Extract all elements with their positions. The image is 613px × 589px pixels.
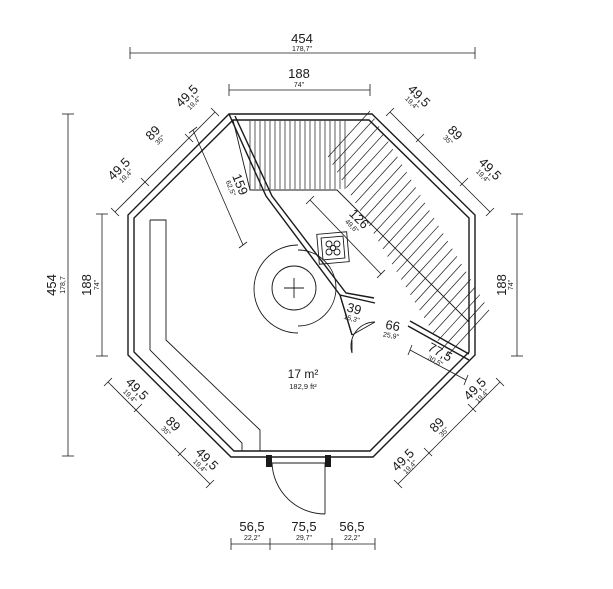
dim-ul-c: 49,5 19,4" [105, 155, 136, 185]
round-table-icon [253, 244, 337, 334]
dim-label: 188 [288, 66, 310, 81]
dim-left-total: 454 178,7 [44, 113, 74, 457]
dim-right-inner: 188 74" [494, 213, 523, 357]
area-m2: 17 m² [288, 367, 319, 381]
dim-bottom-right-sub: 22,2" [344, 535, 361, 542]
outer-wall [127, 113, 476, 458]
bench-slat [414, 256, 458, 303]
inner-door-icon [350, 321, 376, 354]
bench-slat [387, 210, 430, 257]
dim-bottom-mid: 75,5 [291, 519, 316, 534]
dim-left-inner: 188 74" [79, 213, 108, 357]
bench-slat [391, 217, 435, 265]
bench-slat [437, 294, 481, 341]
dim-upper-right-chain [385, 107, 495, 217]
bench-slat [405, 240, 449, 288]
dim-ll-a: 49,5 19,4" [121, 375, 151, 406]
partition-walls [228, 113, 470, 361]
dim-bottom-right: 56,5 [339, 519, 364, 534]
bench-slat [442, 302, 485, 349]
bench-slat [378, 194, 421, 242]
dim-sublabel: 74" [508, 279, 515, 290]
dim-sublabel: 178,7" [292, 46, 313, 53]
dim-ur-c: 49,5 19,4" [474, 155, 504, 186]
dim-label: 188 [494, 274, 509, 296]
dim-label: 66 [384, 317, 401, 334]
dim-lr-b: 89 35" [426, 414, 451, 438]
bench-slat [446, 309, 490, 357]
bench-slat [396, 225, 439, 273]
bench-slat [410, 248, 453, 296]
bench-slat [368, 179, 412, 227]
dim-partition [407, 344, 469, 386]
dim-ul-b: 89 35" [142, 122, 167, 146]
bench-slat [364, 171, 407, 219]
dim-ur-a: 49,5 19,4" [403, 82, 433, 113]
dim-label: 454 [44, 274, 59, 296]
dim-upper-left-chain [110, 107, 220, 217]
dim-sublabel: 74" [294, 82, 305, 89]
bench-slat [336, 126, 380, 173]
dim-lr-c: 49,5 19,4" [389, 446, 420, 476]
dim-label: 39 [345, 300, 363, 318]
dim-sublabel: 178,7 [60, 276, 67, 294]
bench-slat [341, 133, 384, 181]
bench-slat [355, 156, 398, 204]
dim-label: 454 [291, 31, 313, 46]
area-label: 17 m² 182,9 ft² [288, 367, 319, 391]
dim-top-inner: 188 74" [228, 66, 371, 96]
dim-sublabel: 15,3" [343, 314, 361, 325]
dim-sublabel: 74" [94, 279, 101, 290]
dim-partition-text: 77,5 30,5" [425, 339, 454, 368]
dim-ur-b: 89 35" [441, 122, 465, 147]
dim-niche-text: 39 15,3" [343, 300, 363, 325]
bench-slat [327, 110, 371, 158]
bench-slat [419, 263, 462, 311]
bench-slat [423, 271, 467, 318]
lower-left-bench [149, 219, 261, 451]
dim-top-total: 454 178,7" [129, 31, 476, 59]
bench-slat [382, 202, 426, 250]
dim-bottom-chain: 56,5 22,2" 75,5 29,7" 56,5 22,2" [230, 519, 376, 550]
bench-hatching [249, 110, 490, 357]
dim-bench-diag [188, 126, 248, 249]
sauna-stove-icon [316, 231, 350, 265]
bench-slat [373, 187, 417, 234]
dim-ul-a: 49,5 19,4" [173, 82, 204, 112]
bench-slat [350, 149, 394, 196]
dim-ll-c: 49,5 19,4" [191, 445, 221, 476]
upper-bench [232, 110, 490, 357]
area-ft2: 182,9 ft² [289, 382, 317, 391]
dim-stove-diag [305, 195, 386, 279]
dim-bottom-left: 56,5 [239, 519, 264, 534]
bench-slat [428, 279, 471, 326]
dim-label: 188 [79, 274, 94, 296]
dim-inner-door-text: 66 25,9" [382, 317, 401, 342]
entrance-door-icon [266, 455, 331, 515]
dim-bottom-left-sub: 22,2" [244, 535, 261, 542]
dim-sublabel: 25,9" [382, 332, 400, 342]
bench-slat [359, 164, 403, 211]
bench-slat [346, 141, 389, 188]
dim-lower-left-chain [103, 377, 215, 489]
bench-slat [332, 118, 375, 165]
dim-bottom-mid-sub: 29,7" [296, 535, 313, 542]
dim-lower-right-chain [393, 377, 505, 489]
bench-slat [433, 286, 476, 334]
bench-slat [400, 233, 444, 280]
